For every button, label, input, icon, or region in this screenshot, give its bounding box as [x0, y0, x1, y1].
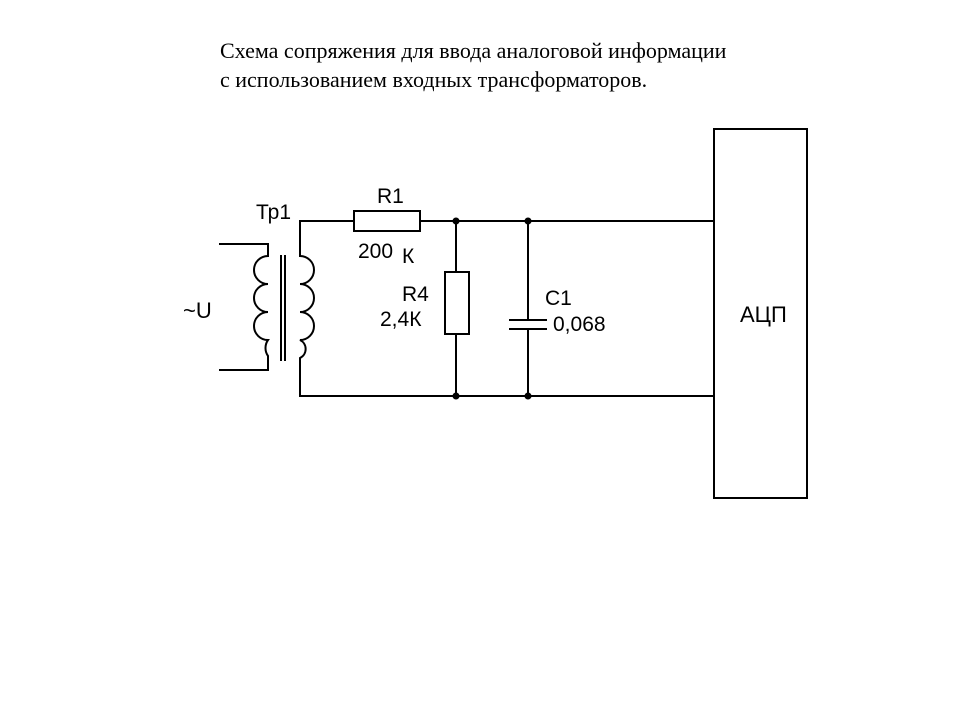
label-c1-value: 0,068 [553, 313, 606, 336]
label-adc: АЦП [740, 302, 787, 327]
label-source: ~U [183, 298, 212, 323]
primary-coil [253, 243, 270, 371]
label-r1-value-number: 200 [358, 240, 393, 263]
resistor-r4 [444, 271, 470, 335]
diagram-title: Схема сопряжения для ввода аналоговой ин… [220, 36, 860, 94]
resistor-r1 [353, 210, 421, 232]
label-transformer: Тр1 [256, 201, 291, 224]
junction-dot [524, 217, 532, 225]
label-r4-value: 2,4К [380, 308, 422, 331]
label-r4-name: R4 [402, 283, 429, 306]
label-c1-name: С1 [545, 287, 572, 310]
label-r1-name: R1 [377, 185, 404, 208]
adc-block [713, 128, 808, 499]
secondary-coil [299, 221, 315, 397]
junction-dot [524, 392, 532, 400]
junction-dot [452, 392, 460, 400]
junction-dot [452, 217, 460, 225]
title-line-1: Схема сопряжения для ввода аналоговой ин… [220, 38, 727, 63]
title-line-2: с использованием входных трансформаторов… [220, 67, 648, 92]
label-r1-value-unit: К [402, 245, 415, 268]
